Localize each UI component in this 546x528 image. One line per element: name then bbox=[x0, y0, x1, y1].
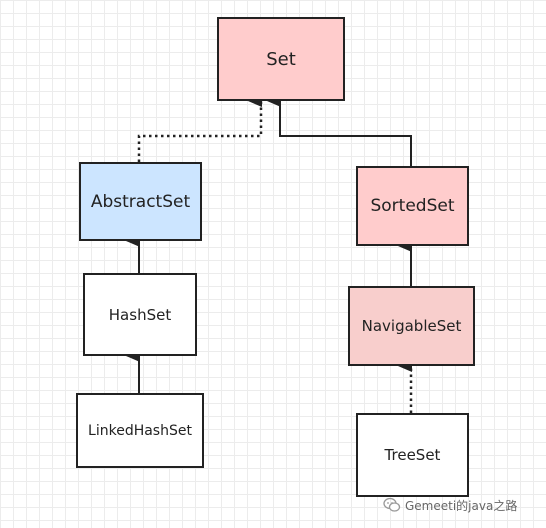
node-tree-set-label: TreeSet bbox=[384, 446, 441, 464]
edge-abstractset-to-set bbox=[137, 95, 263, 162]
edge-sortedset-to-set bbox=[267, 95, 412, 166]
node-set: Set bbox=[217, 17, 345, 101]
node-linked-hash-set: LinkedHashSet bbox=[76, 393, 204, 468]
watermark-text: Gemeeti的java之路 bbox=[405, 498, 518, 513]
node-hash-set: HashSet bbox=[83, 273, 197, 356]
node-hash-set-label: HashSet bbox=[108, 305, 172, 324]
node-set-label: Set bbox=[266, 48, 296, 70]
node-tree-set: TreeSet bbox=[356, 413, 469, 497]
wechat-icon bbox=[383, 497, 401, 512]
watermark: Gemeeti的java之路 bbox=[383, 494, 543, 516]
node-abstract-set-label: AbstractSet bbox=[90, 191, 191, 212]
node-navigable-set: NavigableSet bbox=[348, 286, 475, 366]
node-sorted-set: SortedSet bbox=[356, 166, 469, 246]
node-sorted-set-label: SortedSet bbox=[370, 196, 455, 216]
node-abstract-set: AbstractSet bbox=[79, 162, 202, 241]
node-navigable-set-label: NavigableSet bbox=[361, 317, 462, 335]
node-linked-hash-set-label: LinkedHashSet bbox=[88, 422, 192, 439]
